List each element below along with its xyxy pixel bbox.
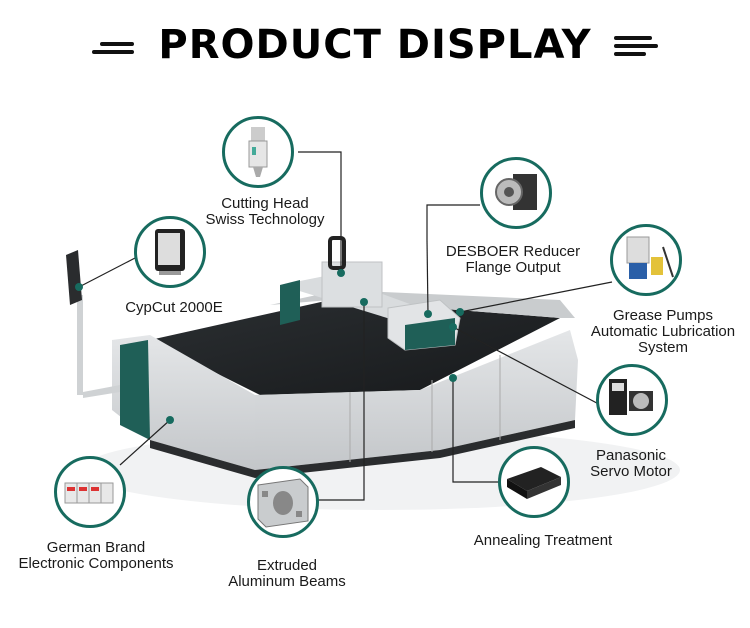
annealed-bed-icon (498, 446, 570, 518)
aluminum-beam-icon (247, 466, 319, 538)
grease-pump-icon (610, 224, 682, 296)
title-deco-left-top (100, 42, 134, 46)
label-german-line2: Electronic Components (18, 555, 174, 572)
label-extruded-line1: Extruded (256, 557, 318, 574)
label-servo: Panasonic Servo Motor (578, 448, 684, 480)
label-desboer: DESBOER Reducer Flange Output (432, 244, 594, 276)
cutting-head-icon (222, 116, 294, 188)
label-grease-line2: Automatic Lubrication (590, 323, 736, 340)
electronic-components-icon (54, 456, 126, 528)
label-cypcut-line1: CypCut 2000E (125, 299, 223, 316)
label-cutting-head-line1: Cutting Head (221, 195, 309, 212)
label-servo-line2: Servo Motor (590, 463, 672, 480)
reducer-icon (480, 157, 552, 229)
label-grease: Grease Pumps Automatic Lubrication Syste… (578, 308, 748, 356)
label-annealing-line1: Annealing Treatment (473, 532, 613, 549)
label-cypcut: CypCut 2000E (112, 300, 236, 316)
label-cutting-head-line2: Swiss Technology (205, 211, 325, 228)
label-desboer-line2: Flange Output (465, 259, 561, 276)
label-desboer-line1: DESBOER Reducer (445, 243, 581, 260)
label-cutting-head: Cutting Head Swiss Technology (190, 196, 340, 228)
title-deco-right-bottom (614, 52, 646, 56)
label-grease-line3: System (637, 339, 688, 356)
machine-long-side (255, 330, 578, 470)
title-deco-left-bottom (92, 50, 134, 54)
label-german-line1: German Brand (46, 539, 146, 556)
label-extruded-line2: Aluminum Beams (228, 573, 346, 590)
title-deco-right-mid (614, 44, 658, 48)
title-deco-right-top (614, 36, 652, 40)
label-extruded: Extruded Aluminum Beams (212, 558, 362, 590)
label-servo-line1: Panasonic (595, 447, 667, 464)
label-annealing: Annealing Treatment (458, 533, 628, 549)
servo-motor-icon (596, 364, 668, 436)
page-title: PRODUCT DISPLAY (158, 22, 592, 68)
label-grease-line1: Grease Pumps (612, 307, 714, 324)
label-german: German Brand Electronic Components (4, 540, 188, 572)
touchscreen-icon (134, 216, 206, 288)
